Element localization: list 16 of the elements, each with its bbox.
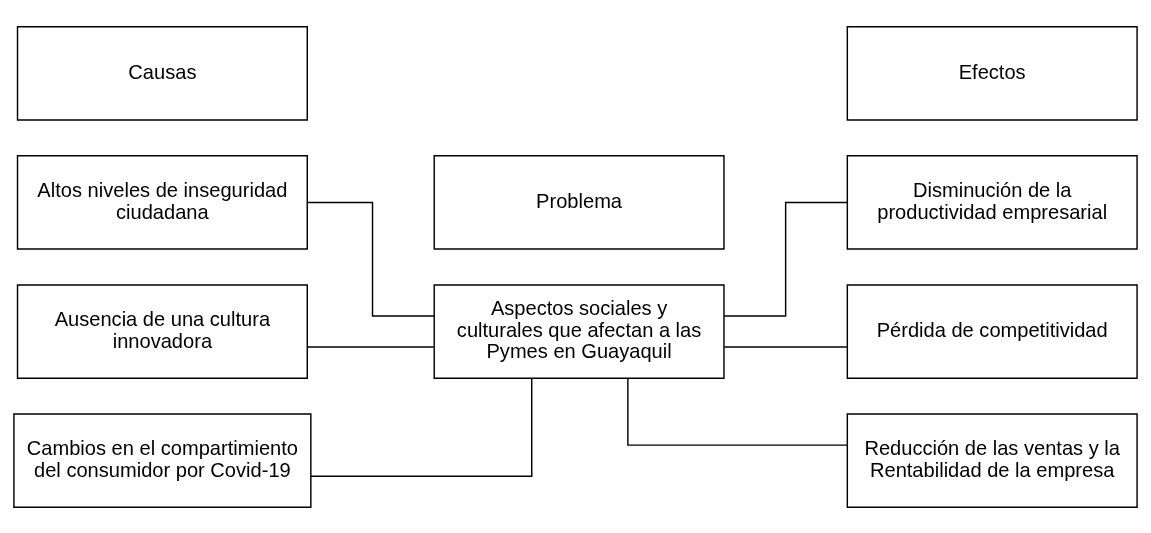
connector (723, 345, 848, 348)
node-box: Aspectos sociales y culturales que afectan a las Pymes en Guayaquil (433, 283, 725, 379)
node-box: Reducción de las ventas y la Rentabilidad de la empresa (846, 412, 1138, 508)
connector (310, 377, 533, 477)
node-box: Altos niveles de inseguridad ciudadana (16, 154, 308, 250)
node-box: Cambios en el compartimiento del consumidor por Covid-19 (13, 412, 312, 508)
connector (307, 201, 435, 317)
node-box: Efectos (846, 25, 1138, 121)
connector (723, 201, 848, 317)
node-box: Ausencia de una cultura innovadora (16, 283, 308, 379)
node-box: Pérdida de competitividad (846, 283, 1138, 379)
node-box: Disminución de la productividad empresarial (846, 154, 1138, 250)
connector (306, 345, 435, 348)
node-box: Problema (433, 154, 725, 250)
node-box: Causas (16, 25, 308, 121)
connector (627, 377, 848, 446)
